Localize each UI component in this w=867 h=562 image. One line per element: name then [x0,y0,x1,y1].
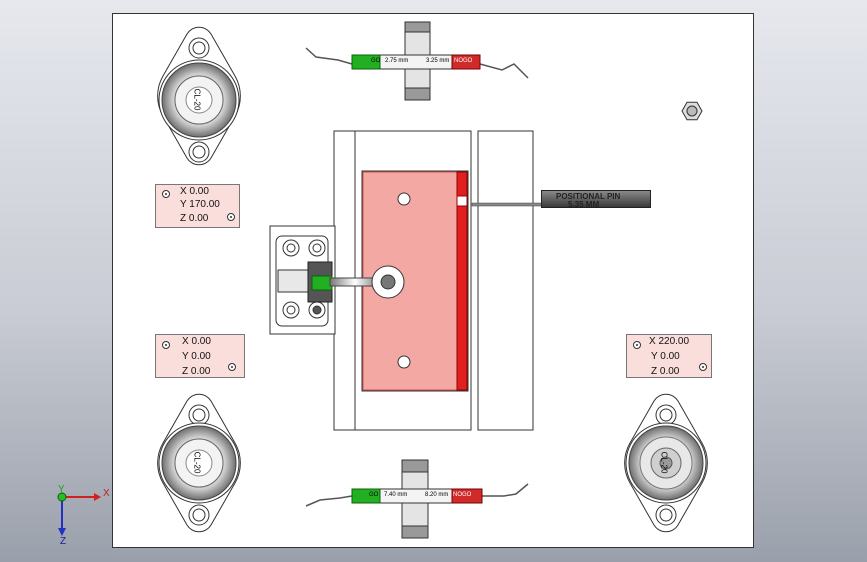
go-nogo-gauge-bottom [305,483,529,507]
coord-label-bottom-right: X 220.00 Y 0.00 Z 0.00 [626,334,712,378]
screw-mark [699,363,707,371]
coord-z: Z 0.00 [651,366,680,377]
coord-z: Z 0.00 [182,366,211,377]
clamp-handle-green [311,275,333,291]
positional-pin-shaft [471,202,543,207]
positional-pin-tag: POSITIONAL PIN 5.35 MM [541,190,651,209]
coord-label-bottom-left: X 0.00 Y 0.00 Z 0.00 [155,334,245,378]
gauge-top-nogo-label: NOGO [454,58,473,64]
coord-y: Y 170.00 [180,199,220,210]
axis-z-label: Z [60,536,67,547]
coord-label-top-left: X 0.00 Y 170.00 Z 0.00 [155,184,240,228]
positional-pin-title: POSITIONAL PIN [556,192,621,201]
gauge-bottom-nogo-label: NOGO [453,492,472,498]
gauge-top-go-label: GO [371,58,381,64]
gauge-bottom-size1: 7.40 mm [384,492,408,498]
screw-mark [228,363,236,371]
axis-y-label: Y [58,484,65,495]
gauge-bottom-size2: 8.20 mm [425,492,449,498]
clamp-text-bottom-left: CL-20 [192,451,202,474]
part-hole-top [397,192,411,206]
go-nogo-gauge-top [305,47,529,79]
axis-x-label: X [103,488,110,499]
mount-foot-bottom-right [624,393,708,533]
part-edge-notch [456,195,468,207]
coord-x: X 0.00 [182,336,211,347]
toggle-clamp [269,225,405,335]
hex-nut [681,101,703,121]
gauge-bottom-go-label: GO [369,492,379,498]
coord-z: Z 0.00 [180,213,209,224]
mount-foot-bottom-left [157,393,241,533]
screw-mark [227,213,235,221]
datum-mark [162,190,170,198]
coord-x: X 0.00 [180,186,209,197]
coord-x: X 220.00 [649,336,690,347]
clamp-text-bottom-right: CL-20 [659,451,669,474]
part-hole-bottom [397,355,411,369]
mount-foot-top-left [157,26,241,166]
gauge-top-size2: 3.25 mm [426,58,450,64]
nest-right-block [477,130,534,431]
clamp-text-top-left: CL-20 [192,88,202,111]
axis-triad [57,492,101,536]
positional-pin-size: 5.35 MM [568,200,600,209]
datum-mark [633,341,641,349]
gauge-top-size1: 2.75 mm [385,58,409,64]
coord-y: Y 0.00 [182,351,211,362]
coord-y: Y 0.00 [651,351,680,362]
part-edge-strip [456,171,468,391]
datum-mark [162,341,170,349]
